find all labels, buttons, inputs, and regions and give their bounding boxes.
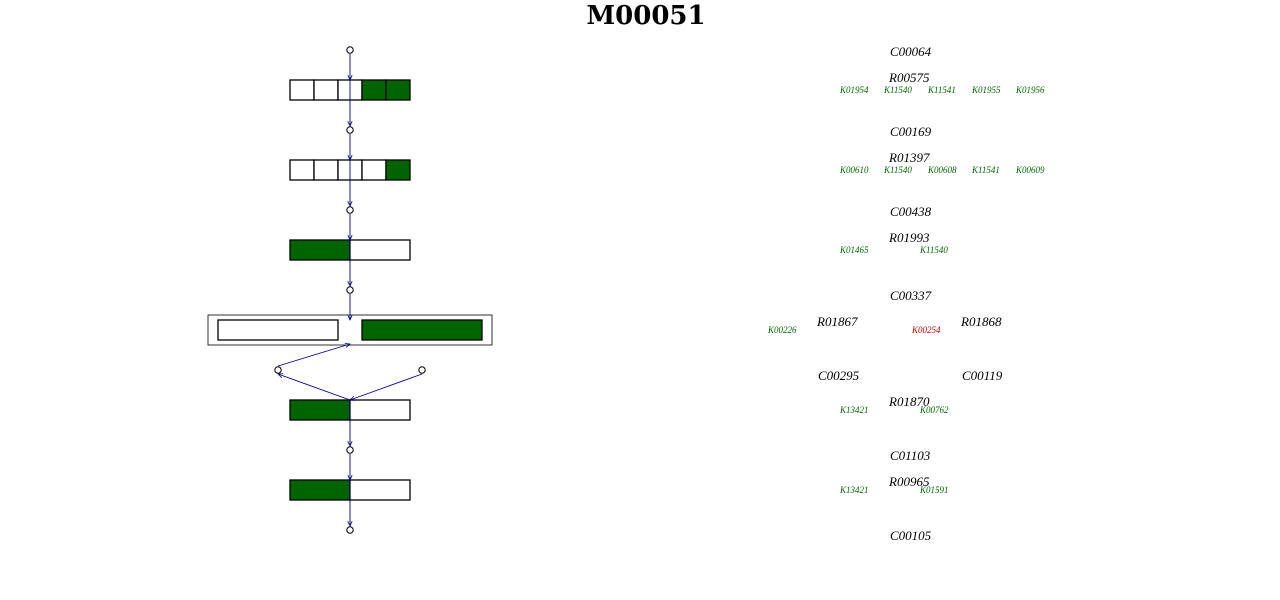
- compound-node: [346, 126, 354, 134]
- page-title: M00051: [586, 1, 705, 31]
- step-6-cell: [289, 479, 351, 501]
- ko-label: K13421: [839, 405, 869, 415]
- reaction-label: R01397: [888, 150, 930, 165]
- ko-label: K11540: [883, 165, 912, 175]
- step-2-cell: [385, 159, 411, 181]
- reaction-label: R00965: [888, 474, 930, 489]
- reaction-label: R00575: [888, 70, 930, 85]
- ko-label: K11540: [883, 85, 912, 95]
- ko-label: K00762: [919, 405, 949, 415]
- ko-label: K01955: [971, 85, 1001, 95]
- compound-label: C00295: [818, 368, 860, 383]
- compound-label: C00169: [890, 124, 932, 139]
- compound-label: C00337: [890, 288, 932, 303]
- compound-label: C00119: [962, 368, 1003, 383]
- ko-label: K00608: [927, 165, 957, 175]
- compound-label: C01103: [890, 448, 931, 463]
- ko-label: K00609: [1015, 165, 1045, 175]
- compound-node: [346, 446, 354, 454]
- ko-label: K01954: [839, 85, 869, 95]
- step-3-cell: [349, 239, 411, 261]
- pathway-block-diagram: [207, 46, 493, 534]
- branch-arrow-left-back: [278, 374, 351, 401]
- step-1-cell: [313, 79, 339, 101]
- step-1-cell: [385, 79, 411, 101]
- compound-node: [346, 286, 354, 294]
- ko-label: K00610: [839, 165, 869, 175]
- ko-label: K01591: [919, 485, 949, 495]
- branch-arrow-left: [277, 344, 350, 367]
- compound-label: C00105: [890, 528, 932, 543]
- ko-label: K11541: [971, 165, 1000, 175]
- ko-label: K13421: [839, 485, 869, 495]
- compound-node: [346, 206, 354, 214]
- compound-label: C00064: [890, 44, 932, 59]
- branch-arrow-right: [350, 373, 423, 400]
- ko-label-missing: K00254: [911, 325, 941, 335]
- reaction-label: R01868: [960, 314, 1002, 329]
- complex-subunit-a-cell: [217, 319, 339, 341]
- ko-label: K11540: [919, 245, 948, 255]
- step-2-cell: [361, 159, 387, 181]
- ko-label: K01956: [1015, 85, 1045, 95]
- compound-node: [418, 366, 426, 374]
- step-6-cell: [349, 479, 411, 501]
- compound-node: [346, 46, 354, 54]
- compound-label: C00438: [890, 204, 932, 219]
- step-1-cell: [361, 79, 387, 101]
- step-2-cell: [289, 159, 315, 181]
- step-5-cell: [289, 399, 351, 421]
- ko-label: K11541: [927, 85, 956, 95]
- step-2-cell: [313, 159, 339, 181]
- reaction-label: R01867: [816, 314, 858, 329]
- reaction-label: R01993: [888, 230, 930, 245]
- step-1-cell: [289, 79, 315, 101]
- reaction-label: R01870: [888, 394, 930, 409]
- step-3-cell: [289, 239, 351, 261]
- compound-node: [274, 366, 282, 374]
- compound-node: [346, 526, 354, 534]
- ko-label: K00226: [767, 325, 797, 335]
- complex-subunit-b-cell: [361, 319, 483, 341]
- ko-label: K01465: [839, 245, 869, 255]
- step-5-cell: [349, 399, 411, 421]
